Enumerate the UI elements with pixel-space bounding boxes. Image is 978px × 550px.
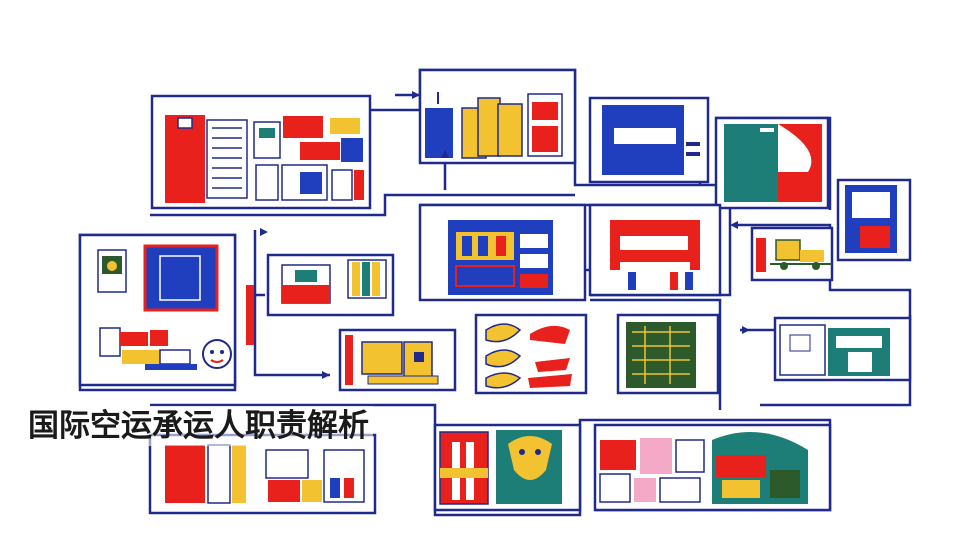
- package-icon: [425, 92, 563, 159]
- arrow-heads: [260, 91, 750, 379]
- banner-icon: [610, 220, 700, 290]
- warehouse-icon: [345, 335, 439, 385]
- container-icon: [165, 444, 365, 504]
- sign-panel: [602, 105, 700, 175]
- page-title: 国际空运承运人职责解析: [24, 406, 373, 446]
- parcel-icon: [439, 430, 562, 505]
- storage-icon: [97, 244, 254, 370]
- card-icon: [845, 185, 897, 253]
- document-icon: [165, 115, 364, 203]
- chart-icon: [724, 124, 822, 202]
- truck-icon: [756, 238, 832, 272]
- collage-icon: [599, 432, 808, 504]
- monitor-icon: [779, 324, 890, 376]
- aircraft-icon: [485, 323, 572, 389]
- shelf-icon: [281, 259, 387, 304]
- board-icon: [448, 220, 553, 295]
- circuit-icon: [626, 322, 696, 388]
